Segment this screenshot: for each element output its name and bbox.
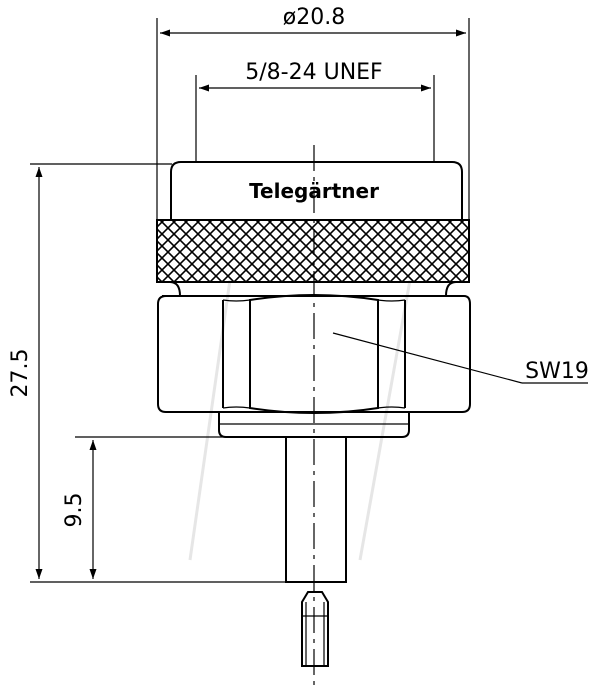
crimp-ferrule <box>285 436 347 583</box>
dimension-lines <box>35 29 466 579</box>
hex-body <box>157 294 471 414</box>
sw-leader <box>332 332 588 384</box>
overall-length-label: 27.5 <box>8 349 33 398</box>
knurled-ring <box>156 219 470 283</box>
brand-label: Telegärtner <box>249 179 379 203</box>
contact-pin <box>301 591 329 667</box>
thread-label: 5/8-24 UNEF <box>245 60 382 85</box>
extension-lines <box>30 18 470 583</box>
hex-chamfer <box>169 281 457 297</box>
outer-diameter-label: ø20.8 <box>283 5 345 30</box>
wrench-size-label: SW19 <box>525 359 589 384</box>
coupling-cap <box>170 161 463 220</box>
ferrule-length-label: 9.5 <box>62 493 87 528</box>
